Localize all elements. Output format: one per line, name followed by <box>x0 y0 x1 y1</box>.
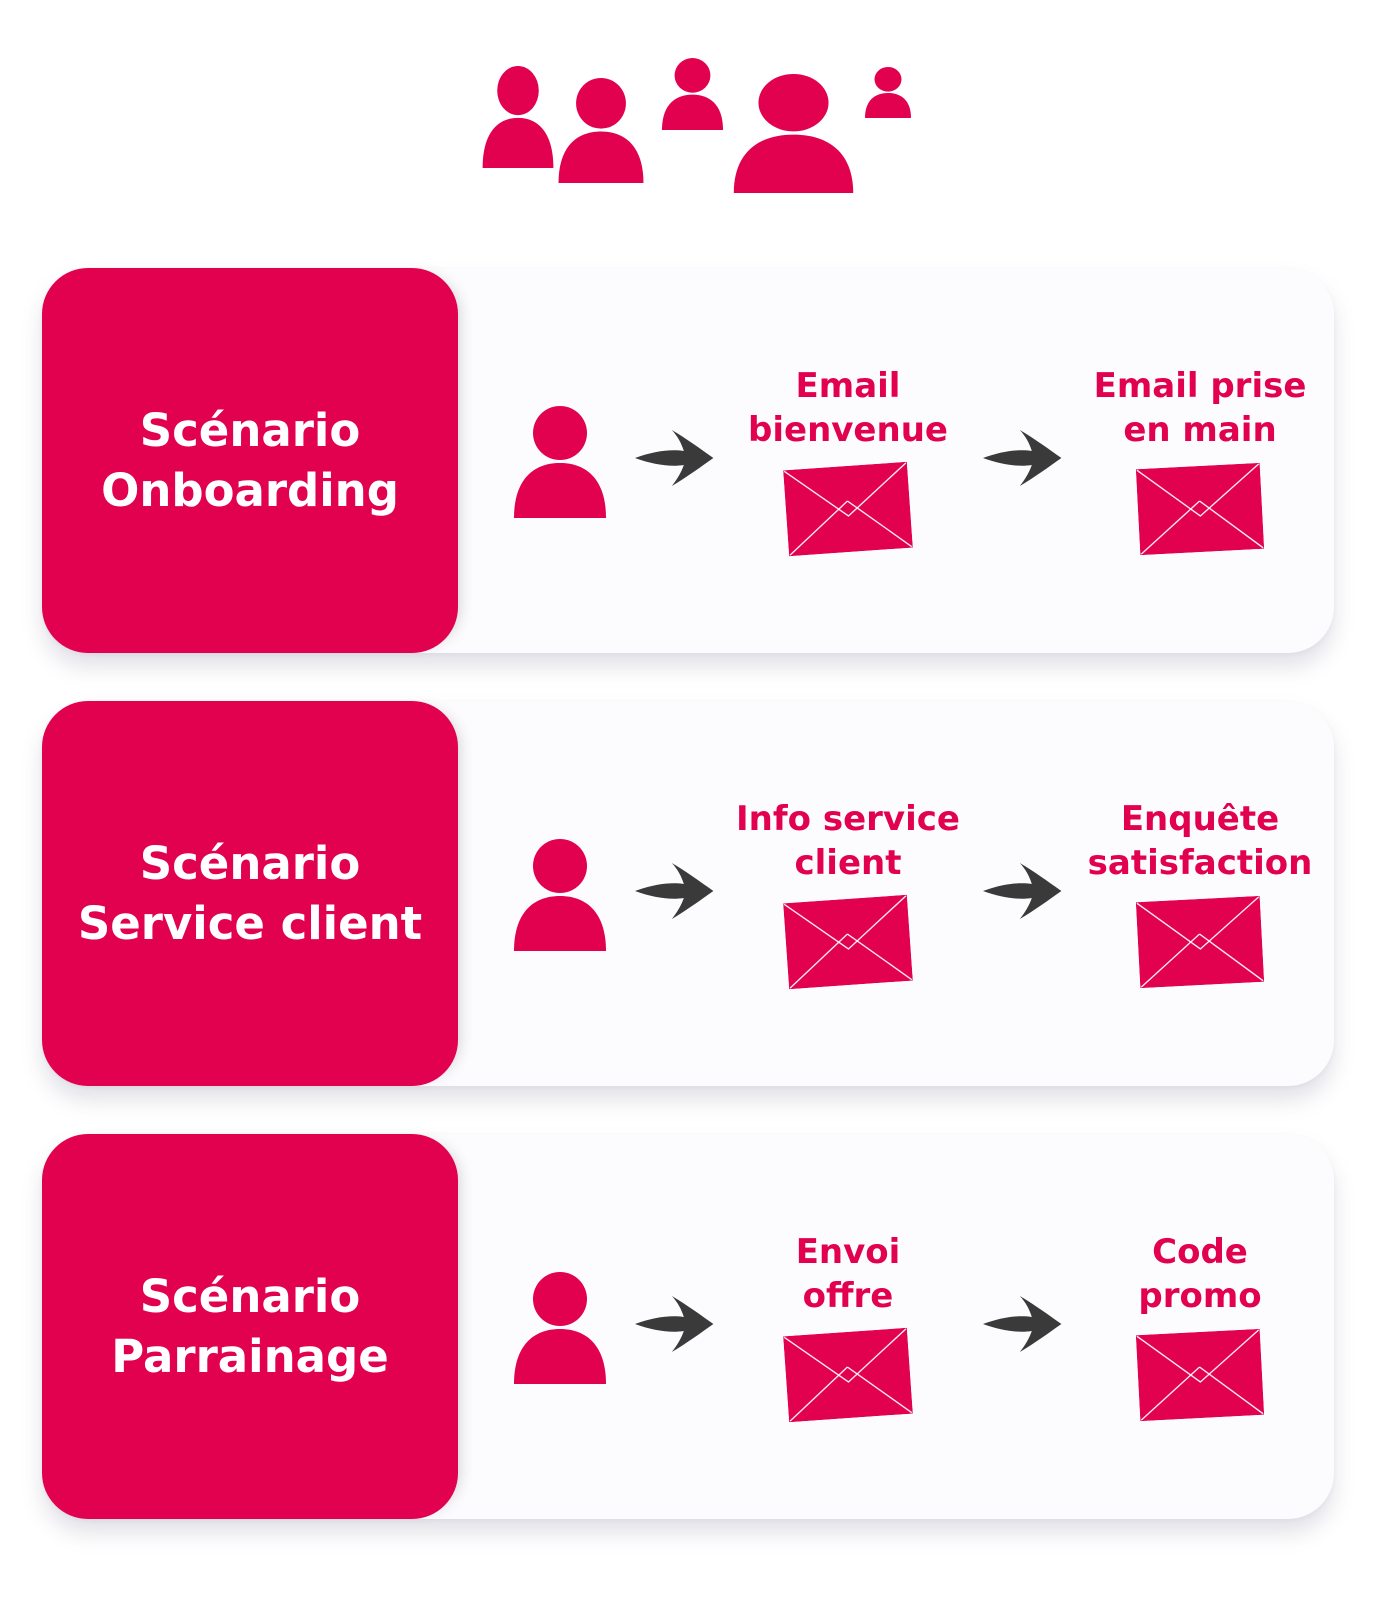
scenario-card-parrainage: Scénario Parrainage Envoi offre Code pro… <box>42 1134 1334 1519</box>
step-label: Enquête satisfaction <box>1070 797 1330 885</box>
step-label-line: promo <box>1138 1276 1262 1317</box>
flow-step: Email bienvenue <box>703 364 993 556</box>
scenario-title-line: Service client <box>77 896 423 950</box>
scenario-title: Scénario Parrainage <box>111 1267 388 1386</box>
step-label-line: client <box>794 843 902 884</box>
step-label: Envoi offre <box>703 1230 993 1318</box>
step-label-line: Email prise <box>1093 366 1307 406</box>
step-label-line: offre <box>802 1276 894 1317</box>
person-icon <box>862 67 914 118</box>
scenario-title-panel: Scénario Parrainage <box>42 1134 458 1519</box>
customer-person-icon <box>508 839 612 951</box>
step-label-line: Enquête <box>1120 799 1280 839</box>
flow-step: Envoi offre <box>703 1230 993 1422</box>
step-label-line: Email <box>795 366 901 406</box>
arrow-right-icon <box>983 427 1063 489</box>
scenario-title-line: Scénario <box>139 404 361 458</box>
step-label-line: Code <box>1152 1232 1248 1272</box>
scenario-title: Scénario Service client <box>78 834 422 953</box>
person-icon <box>553 78 649 183</box>
flow-step: Code promo <box>1070 1230 1330 1422</box>
arrow-right-icon <box>983 860 1063 922</box>
envelope-icon <box>1136 1329 1264 1421</box>
envelope-icon <box>783 1328 913 1422</box>
scenario-title-line: Parrainage <box>111 1329 389 1383</box>
flow-step: Email prise en main <box>1070 364 1330 556</box>
scenario-card-onboarding: Scénario Onboarding Email bienvenue Emai… <box>42 268 1334 653</box>
person-icon <box>658 58 727 130</box>
flow-step: Enquête satisfaction <box>1070 797 1330 989</box>
arrow-right-icon <box>983 1293 1063 1355</box>
step-label: Email prise en main <box>1070 364 1330 452</box>
scenario-title-line: Onboarding <box>101 463 399 517</box>
step-label: Email bienvenue <box>703 364 993 452</box>
scenario-title-line: Scénario <box>139 1270 361 1324</box>
envelope-icon <box>1136 896 1264 988</box>
scenario-title-line: Scénario <box>139 837 361 891</box>
envelope-icon <box>783 462 913 556</box>
step-label-line: satisfaction <box>1087 843 1313 884</box>
scenario-title: Scénario Onboarding <box>101 401 399 520</box>
step-label: Code promo <box>1070 1230 1330 1318</box>
step-label: Info service client <box>703 797 993 885</box>
step-label-line: bienvenue <box>748 410 948 451</box>
person-icon <box>478 66 558 168</box>
customer-person-icon <box>508 406 612 518</box>
flow-step: Info service client <box>703 797 993 989</box>
step-label-line: Envoi <box>795 1232 901 1272</box>
person-icon <box>726 74 861 193</box>
step-label-line: Info service <box>736 799 960 839</box>
step-label-line: en main <box>1123 410 1277 451</box>
scenario-title-panel: Scénario Service client <box>42 701 458 1086</box>
customer-person-icon <box>508 1272 612 1384</box>
scenario-card-service-client: Scénario Service client Info service cli… <box>42 701 1334 1086</box>
audience-people-group <box>0 0 1380 230</box>
envelope-icon <box>1136 463 1264 555</box>
scenario-title-panel: Scénario Onboarding <box>42 268 458 653</box>
envelope-icon <box>783 895 913 989</box>
